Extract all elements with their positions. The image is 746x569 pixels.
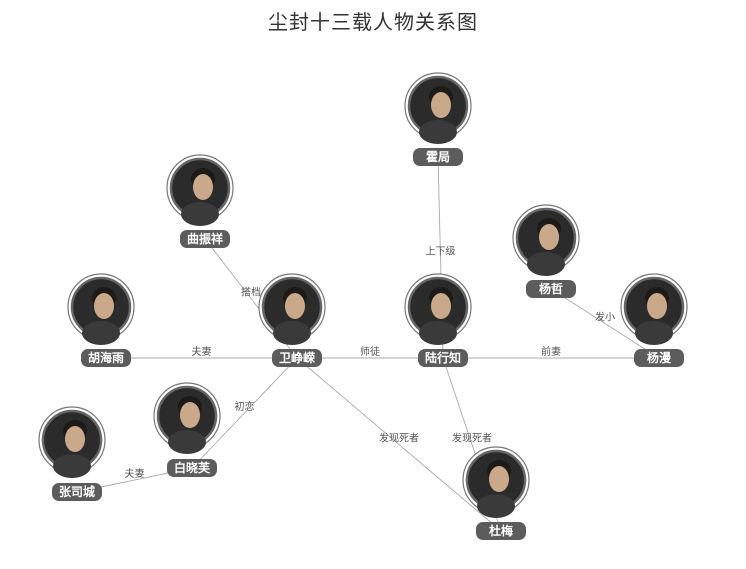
edge-label: 搭档 <box>241 286 261 299</box>
portrait-body <box>419 321 457 345</box>
node-weizhengjun[interactable]: 卫峥嵘 <box>259 274 325 367</box>
node-baixiaofu[interactable]: 白晓芙 <box>154 383 220 477</box>
portrait-face <box>489 466 509 492</box>
node-name: 卫峥嵘 <box>279 350 315 365</box>
node-quzhenxiang[interactable]: 曲振祥 <box>167 155 233 248</box>
portrait-body <box>168 430 206 454</box>
edge-label: 初恋 <box>235 400 255 413</box>
node-name: 白晓芙 <box>174 460 211 475</box>
node-name: 杨漫 <box>647 350 672 365</box>
node-dumei[interactable]: 杜梅 <box>463 447 529 540</box>
node-name: 霍局 <box>426 150 450 164</box>
node-name: 张司城 <box>59 484 95 499</box>
portrait-face <box>65 426 85 452</box>
portrait-body <box>82 321 120 345</box>
portrait-face <box>193 174 213 200</box>
portrait-face <box>180 402 200 428</box>
portrait-face <box>285 293 305 319</box>
node-name: 杜梅 <box>489 523 513 538</box>
node-luxingzhi[interactable]: 陆行知 <box>405 274 471 367</box>
portrait-body <box>527 252 565 276</box>
edge-label: 发小 <box>595 311 615 324</box>
portrait-body <box>477 494 515 518</box>
edge-label: 上下级 <box>426 246 456 258</box>
edge-label: 师徒 <box>360 345 380 358</box>
node-name: 胡海雨 <box>88 350 124 365</box>
portrait-body <box>273 321 311 345</box>
edge-weizhengjun-dumei <box>297 358 501 531</box>
portrait-face <box>647 293 667 319</box>
node-zhangsicheng[interactable]: 张司城 <box>39 407 105 501</box>
edge-label: 前妻 <box>541 345 561 358</box>
node-huoju[interactable]: 霍局 <box>405 73 471 166</box>
portrait-face <box>94 293 114 319</box>
node-huhaiyu[interactable]: 胡海雨 <box>68 274 134 367</box>
node-name: 曲振祥 <box>187 231 223 246</box>
edges-layer: 上下级搭档夫妻师徒前妻发小初恋夫妻发现死者发现死者 <box>77 157 659 531</box>
portrait-face <box>539 224 559 250</box>
portrait-body <box>181 202 219 226</box>
node-name: 杨哲 <box>539 281 563 296</box>
edge-label: 发现死者 <box>379 432 419 445</box>
node-name: 陆行知 <box>425 350 461 365</box>
portrait-face <box>431 293 451 319</box>
node-yangzhe[interactable]: 杨哲 <box>513 205 579 298</box>
portrait-body <box>419 120 457 144</box>
portrait-face <box>431 92 451 118</box>
edge-label: 发现死者 <box>452 432 492 445</box>
portrait-body <box>635 321 673 345</box>
edge-label: 夫妻 <box>125 467 145 480</box>
edge-label: 夫妻 <box>192 345 212 358</box>
portrait-body <box>53 454 91 478</box>
node-yangman[interactable]: 杨漫 <box>621 274 687 367</box>
